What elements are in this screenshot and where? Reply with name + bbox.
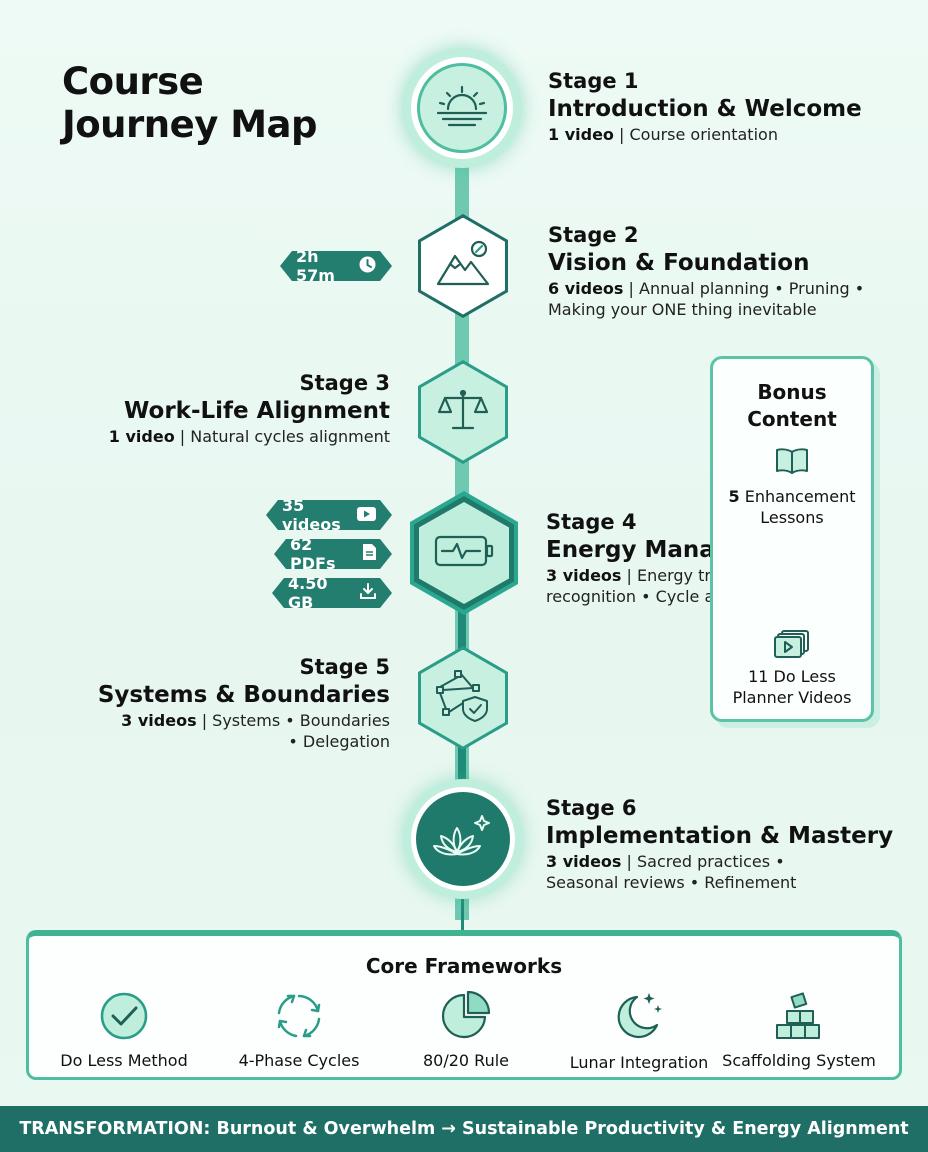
framework-item: Scaffolding System [714,991,884,1070]
core-frameworks-title: Core Frameworks [365,954,563,978]
clock-icon [359,256,376,277]
journey-spine-tail [461,875,464,930]
stage-description: 1 video | Course orientation [548,125,778,144]
stage-5-info: Stage 5 Systems & Boundaries 3 videos | … [50,654,390,752]
stage-label: Stage 4 [546,510,637,534]
stage-title: Vision & Foundation [548,250,810,276]
bonus-item: 11 Do Less Planner Videos [713,629,871,708]
duration-badge: 2h 57m [280,251,392,281]
stage-title: Systems & Boundaries [97,682,390,708]
bonus-content-panel: Bonus Content 5 Enhancement Lessons 11 D… [710,356,874,722]
page-title-line1: Course [62,60,204,103]
stage-3-node[interactable] [418,360,508,464]
check-circle-icon [39,991,209,1041]
stage-5-node[interactable] [418,646,508,750]
document-icon [363,544,376,564]
stage-1-node[interactable] [402,48,522,168]
stage-description: 3 videos | Sacred practices •Seasonal re… [546,852,797,892]
stage-label: Stage 6 [546,796,637,820]
framework-item: Lunar Integration [554,991,724,1072]
bonus-title: Bonus Content [747,380,837,431]
stage-6-node[interactable] [403,779,523,899]
framework-item: 4-Phase Cycles [214,991,384,1070]
stage-title: Work-Life Alignment [123,398,390,424]
stage-label: Stage 1 [548,69,639,93]
stage-1-info: Stage 1 Introduction & Welcome 1 video |… [548,68,888,145]
sunrise-icon [433,83,491,133]
network-shield-icon [435,669,491,727]
page-title: Course Journey Map [62,60,317,146]
cycle-arrows-icon [214,991,384,1041]
moon-stars-icon [554,991,724,1043]
pie-chart-icon [381,991,551,1041]
balance-scale-icon [437,386,489,438]
core-frameworks-panel: Core Frameworks Do Less Method 4-Phase C… [26,930,902,1080]
stage-description: 6 videos | Annual planning • Pruning •Ma… [548,279,865,319]
stage-title: Introduction & Welcome [548,96,862,122]
mountain-compass-icon [435,240,491,292]
stage-description: 3 videos | Systems • Boundaries• Delegat… [121,711,390,751]
stage-4-node[interactable] [410,491,518,615]
stage-description: 1 video | Natural cycles alignment [108,427,390,446]
download-size-badge: 4.50 GB [272,578,392,608]
stage-label: Stage 2 [548,223,639,247]
video-stack-icon [774,630,810,663]
play-icon [357,506,376,525]
transformation-banner: TRANSFORMATION: Burnout & Overwhelm → Su… [0,1106,928,1152]
stage-label: Stage 5 [299,655,390,679]
bonus-item: 5 Enhancement Lessons [713,447,871,528]
stage-2-node[interactable] [418,214,508,318]
page-title-line2: Journey Map [62,103,317,146]
stacked-blocks-icon [714,991,884,1041]
framework-item: 80/20 Rule [381,991,551,1070]
stage-title: Implementation & Mastery [546,823,894,849]
video-count-badge: 35 videos [266,500,392,530]
stage-3-info: Stage 3 Work-Life Alignment 1 video | Na… [50,370,390,447]
lotus-icon [432,812,494,866]
stage-2-info: Stage 2 Vision & Foundation 6 videos | A… [548,222,888,320]
pdf-count-badge: 62 PDFs [274,539,392,569]
book-icon [775,448,809,479]
stage-label: Stage 3 [299,371,390,395]
download-icon [360,583,376,603]
battery-pulse-icon [433,534,495,572]
stage-6-info: Stage 6 Implementation & Mastery 3 video… [546,795,894,893]
framework-item: Do Less Method [39,991,209,1070]
